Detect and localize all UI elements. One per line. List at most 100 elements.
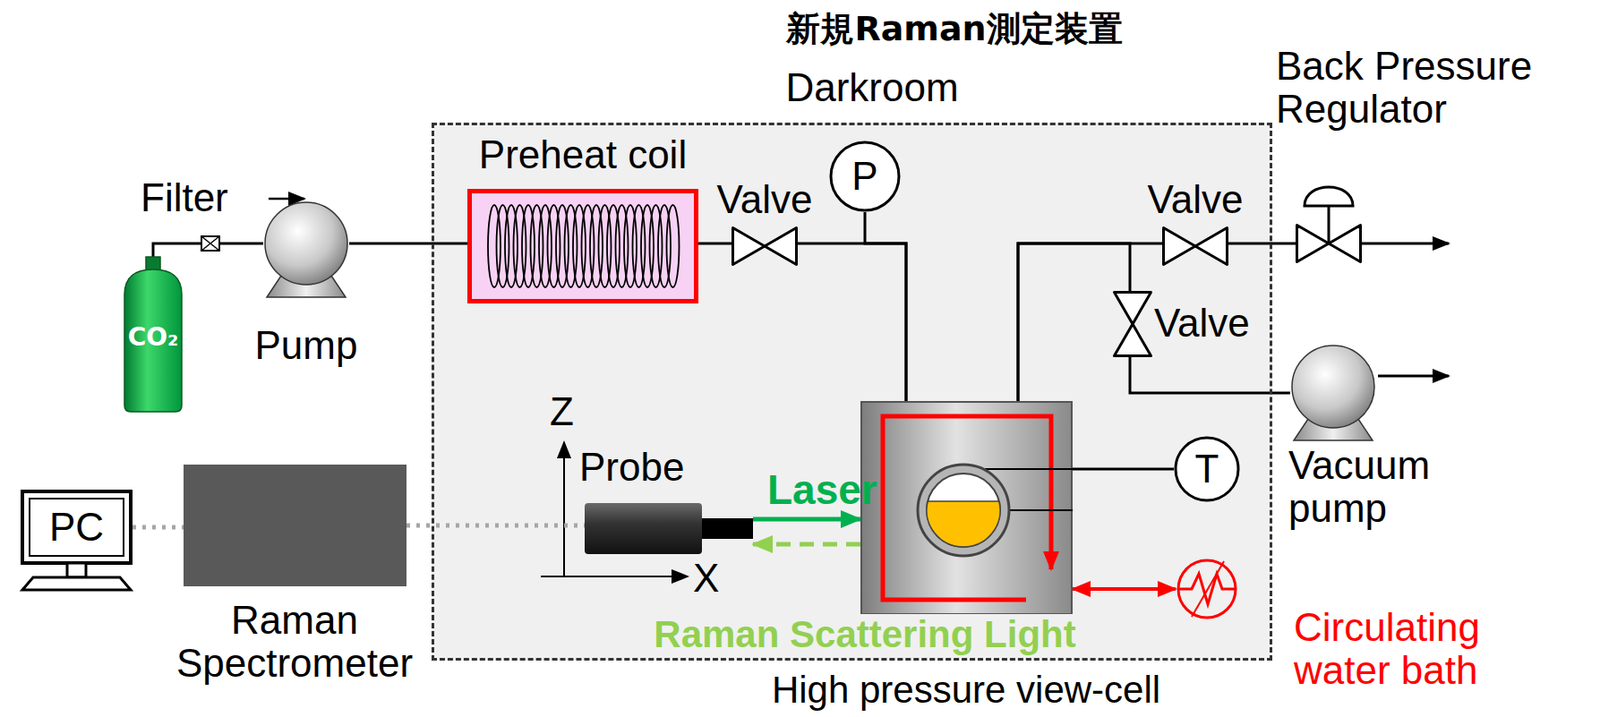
pc-monitor-part	[22, 577, 131, 591]
connector	[1018, 243, 1130, 402]
filter-symbol-part	[201, 236, 220, 251]
preheat-coil-part	[470, 191, 697, 302]
view-cell-part	[926, 473, 1001, 548]
node-label: Probe	[579, 445, 732, 489]
flow-arrow	[268, 197, 305, 201]
connector	[1072, 468, 1174, 471]
water-bath-symbol: Circulating water bath	[1175, 557, 1239, 621]
valve-symbol-part	[1195, 228, 1228, 266]
connector	[1129, 357, 1291, 394]
axis-label: X	[693, 556, 719, 600]
connector	[752, 542, 861, 548]
valve-symbol: Valve	[1162, 226, 1229, 266]
node-label: Valve	[1132, 178, 1258, 222]
view-cell-part	[983, 468, 1073, 471]
back-pressure-regulator: Back Pressure Regulator	[1295, 179, 1362, 264]
filter-symbol-shape	[200, 235, 221, 252]
exhaust-arrow	[1377, 375, 1449, 378]
water-bath-symbol-part	[1191, 561, 1224, 617]
valve-symbol-shape	[731, 226, 798, 266]
water-bath-symbol-part	[1178, 560, 1236, 618]
connector	[1228, 242, 1296, 246]
raman-probe-shape	[584, 503, 753, 555]
vacuum-pump-shape	[1290, 343, 1377, 443]
valve-symbol-part	[1163, 228, 1197, 266]
node-label: Filter	[140, 176, 257, 220]
preheat-coil: Preheat coil	[467, 188, 699, 304]
x-axis	[540, 575, 688, 578]
vacuum-pump-part	[1291, 345, 1375, 428]
raman-spectrometer-part	[183, 464, 407, 587]
back-pressure-regulator-part	[1304, 187, 1353, 206]
view-cell: High pressure view-cell	[860, 401, 1073, 616]
raman-spectrometer-shape	[183, 464, 407, 587]
node-label: Vacuum pump	[1288, 444, 1495, 531]
valve-symbol-part	[1114, 292, 1152, 326]
node-label: Back Pressure Regulator	[1275, 44, 1594, 132]
node-label: Darkroom	[719, 66, 1025, 110]
vacuum-pump: Vacuum pump	[1290, 343, 1377, 443]
connector	[698, 242, 732, 246]
node-label: T	[1173, 436, 1241, 503]
valve-symbol-shape	[1162, 226, 1229, 266]
back-pressure-regulator-part	[1297, 225, 1330, 263]
connector	[752, 517, 861, 522]
node-label: Valve	[1154, 301, 1271, 345]
raman-probe-part	[584, 503, 702, 555]
node-label: CO₂	[120, 310, 186, 365]
valve-symbol-shape	[1112, 290, 1153, 358]
thermometer: T	[1173, 436, 1241, 503]
node-label: P	[829, 140, 901, 213]
back-pressure-regulator-part	[1327, 205, 1331, 244]
filter-symbol-part	[201, 236, 220, 251]
pressure-gauge: P	[829, 140, 901, 213]
node-label: Circulating water bath	[1293, 606, 1563, 694]
raman-probe-part	[701, 518, 753, 540]
back-pressure-regulator-part	[1328, 225, 1361, 263]
node-label: Pump	[216, 324, 396, 368]
filter-symbol: Filter	[200, 235, 221, 252]
connector-label: Laser	[767, 467, 878, 514]
connector	[864, 212, 907, 402]
connector	[797, 243, 907, 402]
view-cell-shape	[860, 401, 1073, 616]
axis-label: Z	[549, 390, 574, 434]
view-cell-part	[861, 402, 1072, 615]
connector	[132, 525, 184, 531]
view-cell-part	[926, 501, 1001, 548]
view-cell-part	[917, 464, 1010, 557]
pump-symbol: Pump	[263, 200, 350, 300]
connector	[1072, 587, 1176, 591]
node-label: Preheat coil	[448, 133, 718, 177]
coil-winding	[667, 205, 680, 288]
pump-symbol-shape	[263, 200, 350, 300]
view-cell-part	[882, 416, 1052, 600]
pc-monitor-part	[67, 563, 86, 578]
connector	[220, 242, 264, 246]
pump-symbol-part	[265, 202, 348, 285]
valve-symbol-part	[733, 228, 766, 266]
gas-cylinder: CO₂	[120, 256, 186, 413]
node-label: Raman Spectrometer	[151, 598, 438, 686]
connector	[1018, 243, 1163, 402]
view-cell-part	[1009, 509, 1073, 512]
valve-symbol: Valve	[1112, 290, 1153, 358]
connector	[153, 243, 201, 257]
connector-label: Raman Scattering Light	[650, 614, 1079, 656]
node-label: Valve	[701, 178, 828, 222]
water-bath-symbol-shape	[1175, 557, 1239, 621]
z-axis	[563, 442, 565, 577]
raman-probe: Probe	[584, 503, 753, 555]
node-label: PC	[20, 489, 133, 565]
valve-symbol: Valve	[731, 226, 798, 266]
valve-symbol-part	[764, 228, 797, 266]
valve-symbol-part	[1114, 324, 1152, 357]
outlet-arrow	[1361, 242, 1449, 246]
connector	[349, 242, 468, 246]
diagram-title: 新規Raman測定装置	[786, 10, 1122, 49]
raman-spectrometer: Raman Spectrometer	[183, 464, 407, 587]
pc-monitor: PC	[20, 489, 133, 593]
back-pressure-regulator-shape	[1295, 179, 1362, 264]
preheat-coil-shape	[467, 188, 699, 304]
